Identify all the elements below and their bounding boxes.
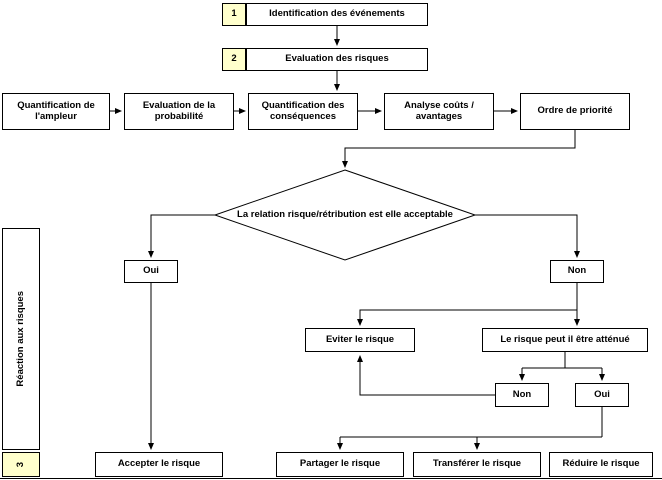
decision-question: La relation risque/rétribution est elle …	[237, 209, 453, 221]
reduce-risk-box: Réduire le risque	[549, 452, 653, 477]
step1-number-box: 1	[222, 3, 246, 26]
process-box-ordre-priorite: Ordre de priorité	[520, 93, 630, 130]
process-box-quantification-consequences: Quantification des conséquences	[248, 93, 358, 130]
process-box-quantification-ampleur: Quantification de l'ampleur	[2, 93, 110, 130]
process-box-evaluation-probabilite: Evaluation de la probabilité	[124, 93, 234, 130]
step2-number-box: 2	[222, 48, 246, 71]
decision-diamond	[213, 169, 477, 261]
step3-number: 3	[14, 461, 26, 468]
sidebar-band: Réaction aux risques	[2, 228, 40, 450]
transfer-risk-box: Transférer le risque	[413, 452, 541, 477]
sidebar-label: Réaction aux risques	[14, 291, 26, 387]
mitigate-no-box: Non	[495, 383, 549, 407]
bottom-border-line	[0, 478, 662, 479]
process-box-analyse-couts-avantages: Analyse coûts / avantages	[384, 93, 494, 130]
step2-label-box: Evaluation des risques	[246, 48, 428, 71]
decision-yes-box: Oui	[124, 260, 178, 283]
accept-risk-box: Accepter le risque	[95, 452, 223, 477]
step3-number-box: 3	[2, 452, 40, 477]
step1-label-box: Identification des événements	[246, 3, 428, 26]
decision-no-box: Non	[550, 260, 604, 283]
mitigate-question-box: Le risque peut il être atténué	[482, 328, 648, 352]
mitigate-yes-box: Oui	[575, 383, 629, 407]
avoid-risk-box: Eviter le risque	[305, 328, 415, 352]
share-risk-box: Partager le risque	[276, 452, 404, 477]
